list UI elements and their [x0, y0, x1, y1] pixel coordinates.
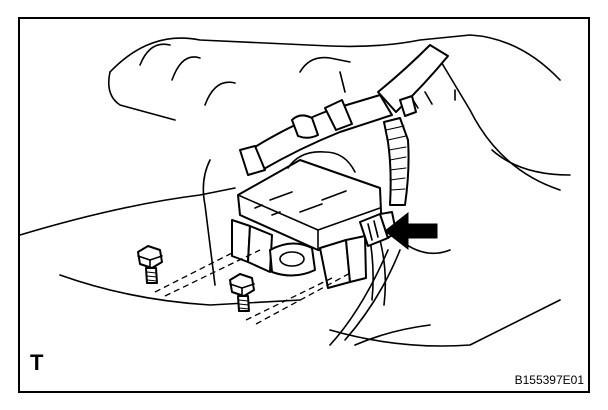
corner-label: T — [30, 350, 44, 375]
wire-connector — [359, 211, 397, 247]
body-panel — [19, 34, 571, 347]
wire-harness — [239, 44, 449, 346]
bolt-icon — [229, 273, 255, 312]
bolt-icon — [137, 245, 163, 284]
installation-guide-lines — [154, 249, 353, 325]
figure-code: B155397E01 — [514, 373, 584, 387]
arrow-pointer-icon — [384, 211, 438, 251]
